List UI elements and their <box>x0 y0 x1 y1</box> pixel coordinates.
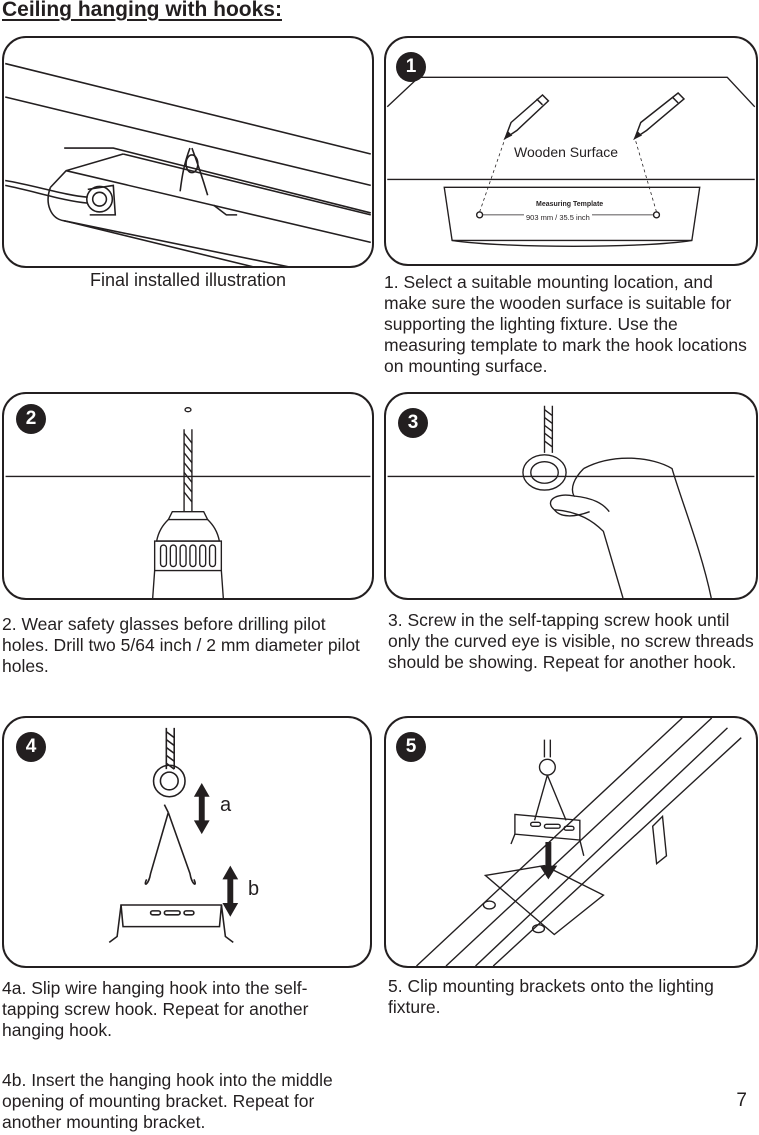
step-number-badge: 5 <box>396 732 426 762</box>
step-3-instructions: 3. Screw in the self-tapping screw hook … <box>388 610 754 672</box>
label-a: a <box>220 794 232 816</box>
down-arrow-icon <box>539 842 558 880</box>
step-3-panel: 3 <box>384 392 758 600</box>
step-number-badge: 4 <box>16 732 46 762</box>
step-1-instructions: 1. Select a suitable mounting location, … <box>384 272 747 376</box>
label-b: b <box>248 878 260 900</box>
hand-screwing-hook-drawing <box>387 405 755 598</box>
hook-and-bracket-drawing <box>108 727 239 944</box>
drill-drawing <box>5 407 371 598</box>
step-number-badge: 1 <box>396 52 426 82</box>
installed-fixture-drawing <box>5 62 371 266</box>
step-4b-instructions: 4b. Insert the hanging hook into the mid… <box>2 1070 333 1132</box>
wooden-surface-label: Wooden Surface <box>514 144 619 160</box>
step-5-instructions: 5. Clip mounting brackets onto the light… <box>388 976 714 1017</box>
step-5-panel: 5 <box>384 716 758 968</box>
pencil-icon <box>503 93 550 141</box>
step-4a-instructions: 4a. Slip wire hanging hook into the self… <box>2 978 309 1040</box>
step-number-badge: 2 <box>16 404 46 434</box>
step-number-badge: 3 <box>398 408 428 438</box>
double-arrow-icon <box>222 865 239 917</box>
step-2-panel: 2 <box>2 392 374 600</box>
wooden-surface-drawing <box>386 76 756 248</box>
final-illustration-panel <box>2 36 374 268</box>
double-arrow-icon <box>193 782 210 835</box>
template-measurement: 903 mm / 35.5 inch <box>524 213 592 222</box>
page-title: Ceiling hanging with hooks: <box>2 0 282 21</box>
step-4-panel: 4 a b <box>2 716 372 968</box>
final-illustration-caption: Final installed illustration <box>89 270 287 290</box>
page-number: 7 <box>736 1090 747 1111</box>
step-2-instructions: 2. Wear safety glasses before drilling p… <box>2 614 360 676</box>
step-1-panel: 1 Wooden Surface Measuring Template 903 … <box>384 36 758 266</box>
bracket-clip-drawing <box>416 718 742 966</box>
measuring-template-title: Measuring Template <box>536 201 604 208</box>
pencil-icon <box>633 92 686 141</box>
